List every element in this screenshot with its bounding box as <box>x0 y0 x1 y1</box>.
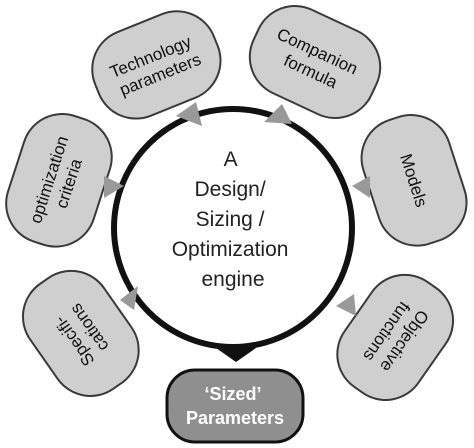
objective-functions-node: Objective functions <box>336 273 455 401</box>
models-node: Models <box>360 113 468 247</box>
engine-line-5: engine <box>201 268 264 291</box>
output-line-1: ‘Sized’ <box>204 384 260 404</box>
sized-parameters-label: ‘Sized’ Parameters <box>186 384 284 428</box>
engine-circle <box>111 106 355 350</box>
technology-parameters-shape <box>91 10 222 120</box>
optimization-criteria-node: optimization criteria <box>5 113 113 248</box>
sized-parameters-shape <box>165 368 305 444</box>
engine-line-3: Sizing / <box>196 208 265 231</box>
technology-parameters-node: Technology parameters <box>91 10 222 120</box>
engine-line-4: Optimization <box>172 238 289 261</box>
engine-line-2: Design/ <box>194 178 265 201</box>
models-shape <box>360 113 468 247</box>
companion-formula-node: Companion formula <box>248 4 382 120</box>
objective-functions-shape <box>336 273 455 401</box>
sized-parameters-node: ‘Sized’ Parameters <box>165 368 305 444</box>
output-arrow <box>216 348 256 362</box>
specifications-shape <box>21 269 140 397</box>
objective-arrow <box>336 294 356 316</box>
companion-arrow <box>264 104 292 124</box>
criteria-arrow <box>104 176 124 198</box>
specifications-node: Specifi- cations <box>21 269 140 397</box>
specifications-arrow <box>120 286 138 310</box>
engine-line-1: A <box>224 148 238 171</box>
technology-arrow <box>176 102 202 126</box>
models-arrow <box>352 176 370 198</box>
output-line-2: Parameters <box>186 408 284 428</box>
companion-formula-shape <box>248 4 382 120</box>
engine-label: A Design/ Sizing / Optimization engine <box>172 148 295 291</box>
engine-node: A Design/ Sizing / Optimization engine <box>111 106 355 350</box>
optimization-criteria-shape <box>5 113 113 248</box>
